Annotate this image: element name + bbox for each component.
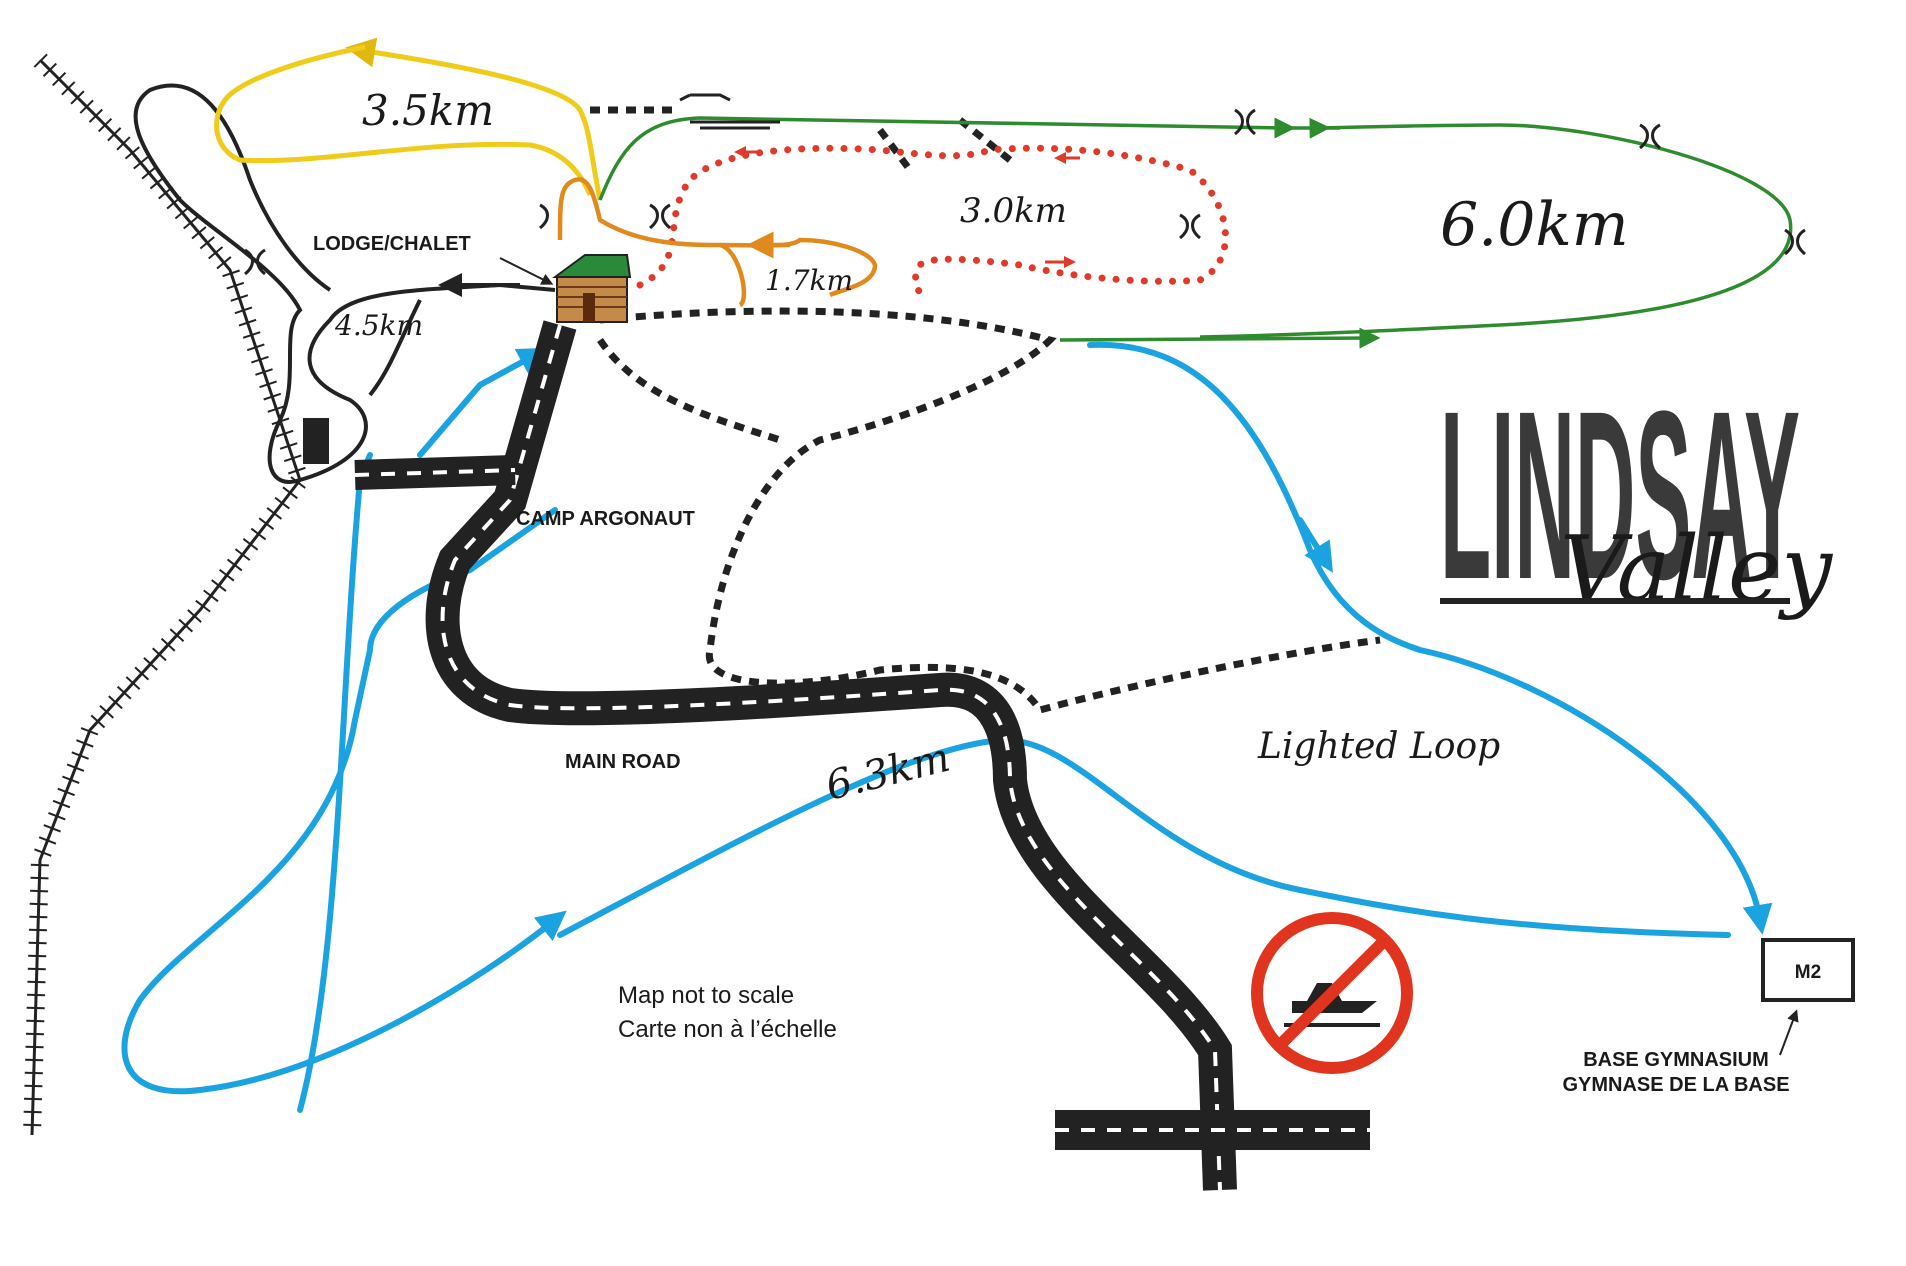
trail-yellow-distance: 3.5km — [362, 86, 494, 135]
lodge-icon — [551, 254, 632, 323]
logo-script: Valley — [1560, 517, 1833, 622]
trail-black-distance: 4.5km — [334, 309, 423, 342]
trail-blue — [121, 341, 1773, 1113]
trail-blue-distance: 6.3km — [821, 735, 954, 810]
trail-yellow — [214, 37, 603, 201]
m2-label: M2 — [1795, 962, 1821, 983]
scale-note-en: Map not to scale — [618, 982, 794, 1009]
logo: LINDSAY Valley — [1440, 361, 1833, 629]
trail-green-distance: 6.0km — [1440, 190, 1629, 260]
base-gym-label: BASE GYMNASIUM — [1583, 1049, 1769, 1071]
no-snowmobile-icon — [1251, 912, 1413, 1074]
building — [303, 418, 329, 464]
base-gym-building: M2 — [1761, 938, 1855, 1056]
trail-dashed-black — [590, 106, 1381, 715]
camp-label: CAMP ARGONAUT — [516, 508, 695, 530]
trail-orange — [557, 177, 878, 308]
bridge-markers — [244, 93, 1806, 276]
main-road — [354, 320, 1370, 1191]
lodge-pointer — [499, 257, 554, 285]
lighted-loop-label: Lighted Loop — [1257, 726, 1500, 767]
trail-green — [598, 116, 1793, 349]
trail-red-distance: 3.0km — [960, 191, 1067, 231]
railway-track — [23, 53, 311, 1136]
main-road-label: MAIN ROAD — [565, 751, 681, 773]
trail-red — [636, 144, 1229, 299]
scale-note-fr: Carte non à l’échelle — [618, 1016, 837, 1043]
trail-orange-distance: 1.7km — [765, 264, 853, 297]
gymnase-label: GYMNASE DE LA BASE — [1562, 1074, 1789, 1096]
logo-text: LINDSAY — [1440, 361, 1800, 629]
lodge-label: LODGE/CHALET — [313, 233, 471, 255]
trail-black — [133, 83, 556, 484]
